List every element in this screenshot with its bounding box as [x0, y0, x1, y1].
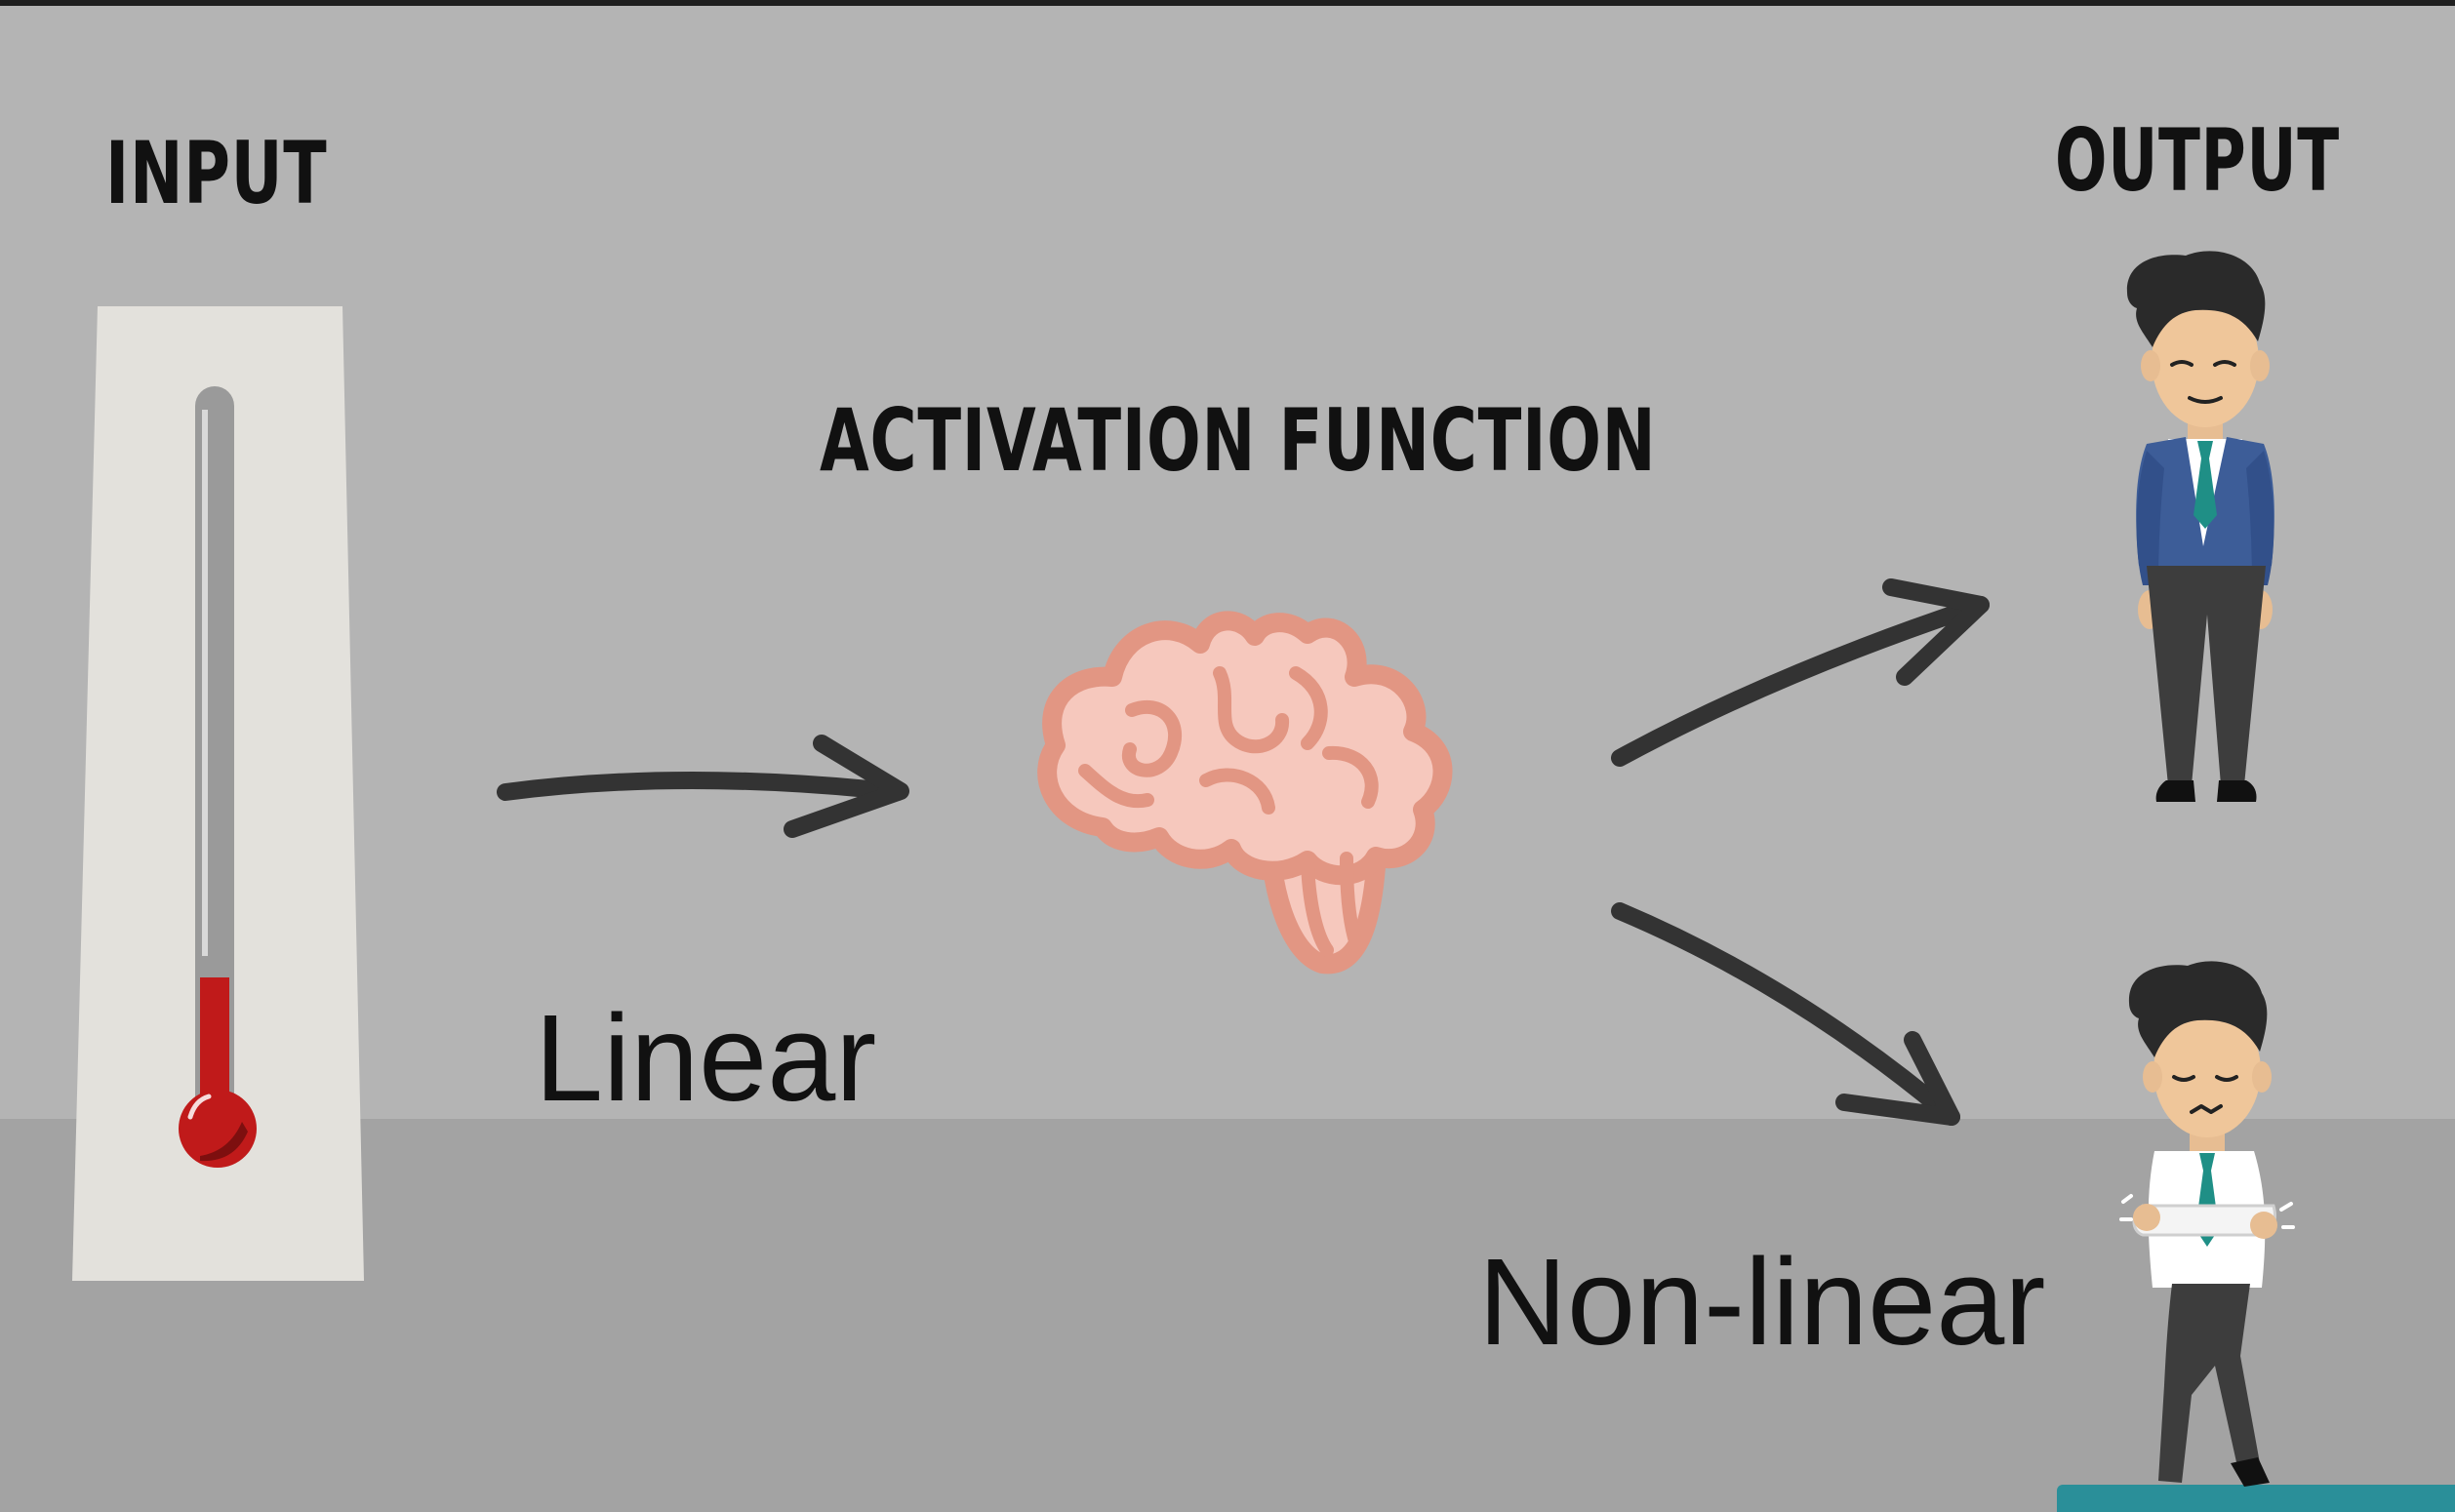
upper-person-left-arm	[2136, 451, 2164, 585]
lower-person-left-eye	[2172, 1075, 2195, 1082]
lower-person-shoe	[2231, 1457, 2270, 1487]
brain-fold-6	[1078, 764, 1154, 809]
thermometer-bulb	[179, 1090, 257, 1168]
lower-person-left-ear	[2143, 1061, 2162, 1093]
thermometer-tube-highlight	[202, 410, 208, 956]
upper-person-right-eye	[2213, 360, 2236, 367]
upper-person-left-shoe	[2155, 780, 2195, 802]
lower-person-head	[2153, 1005, 2261, 1137]
input-title: INPUT	[105, 123, 328, 223]
brain-fold-2	[1213, 666, 1289, 754]
lower-person-left-hand	[2133, 1204, 2160, 1231]
upper-person-left-ear	[2141, 350, 2160, 381]
upper-person-mouth	[2188, 396, 2223, 404]
upper-person-tie	[2193, 441, 2217, 529]
upper-output-arrow	[1611, 578, 1990, 767]
upper-person-left-eye	[2170, 360, 2193, 367]
lower-person-shiver-lines	[2119, 1194, 2295, 1229]
brain-stem-line-1	[1301, 857, 1334, 957]
top-border	[0, 0, 2455, 6]
upper-person-jacket	[2136, 437, 2274, 566]
brain-stem-line-2	[1340, 852, 1363, 951]
lower-person-mouth	[2190, 1104, 2223, 1114]
upper-person-head	[2152, 295, 2259, 427]
thermometer-bulb-shine	[187, 1094, 212, 1120]
lower-person-right-eye	[2215, 1075, 2238, 1082]
brain-fold-3	[1289, 666, 1328, 750]
lower-person-trousers	[2158, 1284, 2260, 1483]
corner-badge	[2057, 1485, 2455, 1512]
activation-function-title: ACTIVATION FUNCTION	[820, 390, 1657, 491]
lower-person-right-ear	[2252, 1061, 2272, 1093]
output-title: OUTPUT	[2055, 110, 2340, 211]
upper-person	[2126, 251, 2274, 802]
lower-person-hair	[2128, 961, 2268, 1057]
upper-person-right-arm	[2246, 451, 2274, 585]
upper-person-hair	[2126, 251, 2266, 347]
floor-band	[0, 1119, 2455, 1512]
lower-person	[2119, 961, 2295, 1487]
brain-fold-5	[1322, 745, 1379, 809]
non-linear-label: Non-linear	[1478, 1233, 2046, 1371]
upper-person-right-ear	[2250, 350, 2270, 381]
upper-person-trousers	[2147, 566, 2266, 785]
thermometer-bulb-shade	[200, 1122, 248, 1162]
brain-fold-1	[1121, 699, 1183, 777]
lower-output-arrow	[1611, 902, 1960, 1126]
linear-arrow	[497, 735, 909, 838]
brain-fold-4	[1199, 768, 1275, 815]
lower-person-right-hand	[2250, 1212, 2277, 1239]
linear-label: Linear	[535, 989, 877, 1127]
upper-person-right-shoe	[2217, 780, 2257, 802]
